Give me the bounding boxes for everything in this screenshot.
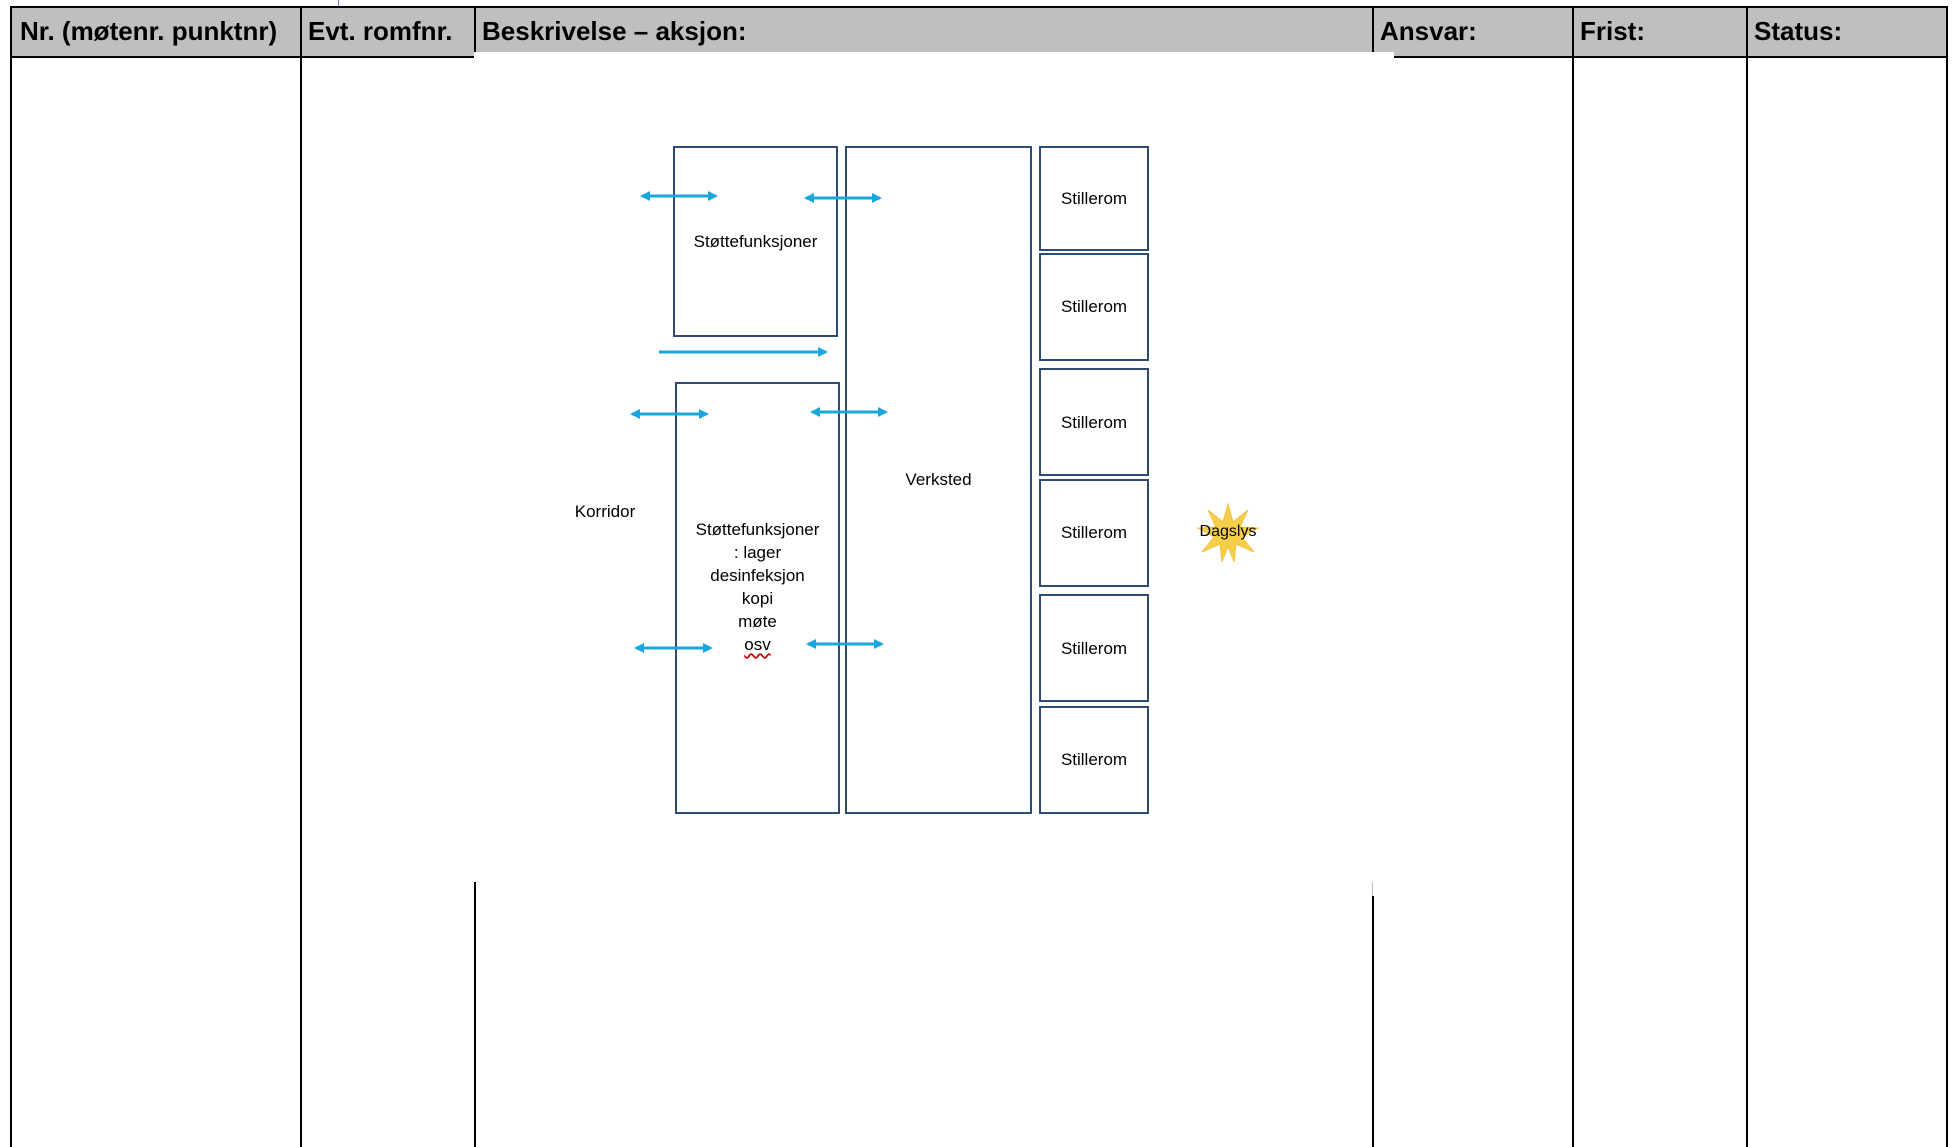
quiet-room-label: Stillerom bbox=[1060, 189, 1128, 208]
quiet-room-label: Stillerom bbox=[1060, 523, 1128, 542]
cursor-tick bbox=[338, 0, 339, 8]
header-responsible: Ansvar: bbox=[1372, 8, 1572, 58]
corridor-label: Korridor bbox=[574, 502, 636, 521]
sun-icon bbox=[1196, 502, 1260, 563]
action-table: Nr. (møtenr. punktnr) Evt. romfnr. Beskr… bbox=[10, 6, 1948, 1147]
support-bottom-line: Støttefunksjoner bbox=[695, 520, 820, 539]
quiet-room-4 bbox=[1039, 479, 1149, 587]
column-divider bbox=[1372, 8, 1374, 56]
support-functions-bottom-room bbox=[675, 382, 840, 814]
daylight-label: Dagslys bbox=[1199, 523, 1257, 540]
column-divider bbox=[1746, 8, 1748, 1147]
support-bottom-line: : lager bbox=[733, 543, 782, 562]
header-responsible-label: Ansvar: bbox=[1380, 16, 1477, 46]
support-functions-top-room bbox=[673, 146, 838, 337]
header-status-label: Status: bbox=[1754, 16, 1843, 46]
table-right-border bbox=[1946, 8, 1948, 1147]
header-description-label: Beskrivelse – aksjon: bbox=[482, 16, 747, 46]
sun-icon bbox=[1196, 502, 1260, 563]
quiet-room-label: Stillerom bbox=[1060, 413, 1128, 432]
column-divider bbox=[300, 8, 302, 1147]
quiet-room-2 bbox=[1039, 253, 1149, 361]
header-deadline-label: Frist: bbox=[1580, 16, 1645, 46]
support-functions-top-label: Støttefunksjoner bbox=[693, 232, 818, 251]
header-nr: Nr. (møtenr. punktnr) bbox=[12, 8, 300, 58]
quiet-room-label: Stillerom bbox=[1060, 639, 1128, 658]
header-room: Evt. romfnr. bbox=[300, 8, 474, 58]
workshop-room bbox=[845, 146, 1032, 814]
workshop-label: Verksted bbox=[905, 470, 972, 489]
header-room-label: Evt. romfnr. bbox=[308, 16, 453, 46]
support-bottom-line: desinfeksjon bbox=[710, 566, 805, 585]
header-status: Status: bbox=[1746, 8, 1948, 58]
column-divider bbox=[1372, 896, 1374, 1147]
header-description: Beskrivelse – aksjon: bbox=[474, 8, 1372, 58]
quiet-room-5 bbox=[1039, 594, 1149, 702]
quiet-room-label: Stillerom bbox=[1060, 750, 1128, 769]
quiet-room-1 bbox=[1039, 146, 1149, 251]
column-divider bbox=[1572, 8, 1574, 1147]
header-deadline: Frist: bbox=[1572, 8, 1746, 58]
support-functions-bottom-text: Støttefunksjoner : lager desinfeksjon ko… bbox=[675, 518, 840, 656]
support-bottom-line: osv bbox=[744, 635, 771, 654]
header-nr-label: Nr. (møtenr. punktnr) bbox=[20, 16, 278, 46]
support-bottom-line: møte bbox=[738, 612, 777, 631]
quiet-room-6 bbox=[1039, 706, 1149, 814]
quiet-room-3 bbox=[1039, 368, 1149, 476]
support-bottom-line: kopi bbox=[741, 589, 774, 608]
quiet-room-label: Stillerom bbox=[1060, 297, 1128, 316]
